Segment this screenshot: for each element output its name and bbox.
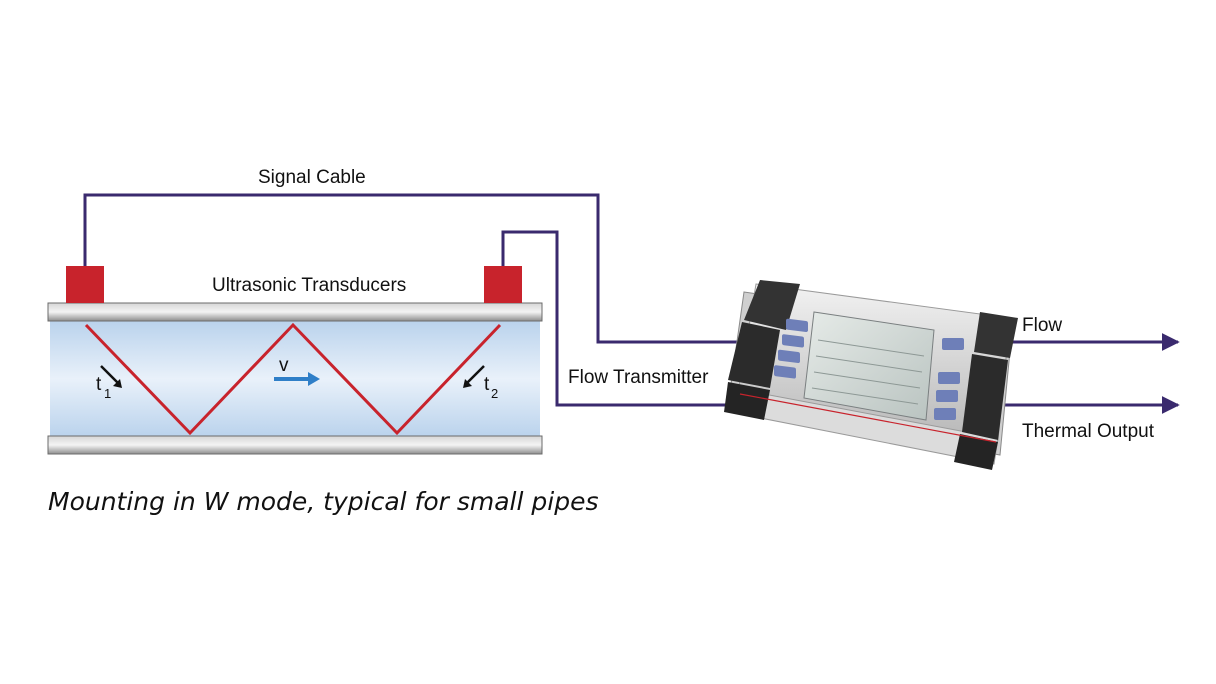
transducer-right xyxy=(484,266,522,303)
velocity-label: v xyxy=(279,355,289,376)
t1-arrow-icon xyxy=(100,365,122,388)
t2-arrow-icon xyxy=(463,365,485,388)
thermal-output-label: Thermal Output xyxy=(1022,421,1155,442)
transducer-left xyxy=(66,266,104,303)
ultrasonic-transducers-label: Ultrasonic Transducers xyxy=(212,275,406,296)
caption: Mounting in W mode, typical for small pi… xyxy=(48,487,598,516)
t1-subscript: 1 xyxy=(104,386,111,401)
pipe-top-wall xyxy=(47,302,543,322)
t2-subscript: 2 xyxy=(491,386,498,401)
t1-label: t xyxy=(96,374,102,395)
flow-transmitter-device xyxy=(724,280,1018,470)
flow-label: Flow xyxy=(1022,315,1062,336)
ultrasonic-beam-path xyxy=(84,322,502,436)
t2-label: t xyxy=(484,374,490,395)
pipe-bottom-wall xyxy=(47,435,543,455)
signal-cable-left xyxy=(83,193,738,344)
flow-transmitter-label: Flow Transmitter xyxy=(568,367,709,388)
signal-cable-label: Signal Cable xyxy=(258,167,366,188)
signal-cable-right xyxy=(501,230,726,407)
velocity-arrow-icon xyxy=(274,372,320,386)
